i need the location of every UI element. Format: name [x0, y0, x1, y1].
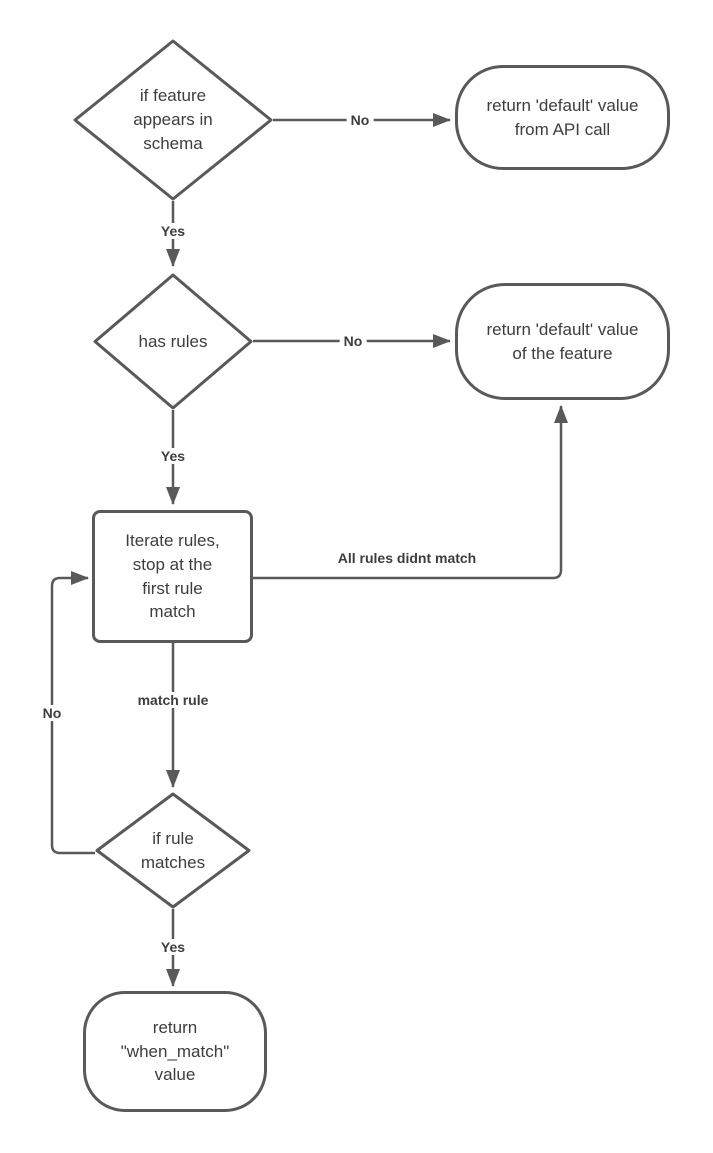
- edge-label-no-rules: No: [339, 333, 367, 349]
- edge-label-no-feature: No: [346, 112, 374, 128]
- decision-rule-matches: if rule matches: [95, 792, 251, 909]
- edge-label-yes-match: Yes: [156, 939, 190, 955]
- terminator-return-default-feature-label: return 'default' value of the feature: [486, 319, 639, 363]
- edge-label-no-match-loop: No: [38, 705, 66, 721]
- decision-feature-in-schema: if feature appears in schema: [73, 39, 273, 201]
- edge-label-match-rule: match rule: [133, 692, 213, 708]
- process-iterate-rules-label: Iterate rules, stop at the first rule ma…: [125, 530, 220, 622]
- decision-has-rules: has rules: [93, 273, 253, 410]
- terminator-return-default-api: return 'default' value from API call: [455, 65, 670, 170]
- edge-label-all-rules-didnt-match: All rules didnt match: [333, 550, 481, 566]
- process-iterate-rules: Iterate rules, stop at the first rule ma…: [92, 510, 253, 643]
- edge-all-rules-didnt-match: [253, 405, 568, 580]
- edge-label-yes-feature: Yes: [156, 223, 190, 239]
- terminator-return-default-feature: return 'default' value of the feature: [455, 283, 670, 400]
- terminator-return-when-match: return "when_match" value: [83, 991, 267, 1112]
- edge-label-yes-rules: Yes: [156, 448, 190, 464]
- terminator-return-when-match-label: return "when_match" value: [120, 1017, 230, 1085]
- terminator-return-default-api-label: return 'default' value from API call: [486, 95, 639, 139]
